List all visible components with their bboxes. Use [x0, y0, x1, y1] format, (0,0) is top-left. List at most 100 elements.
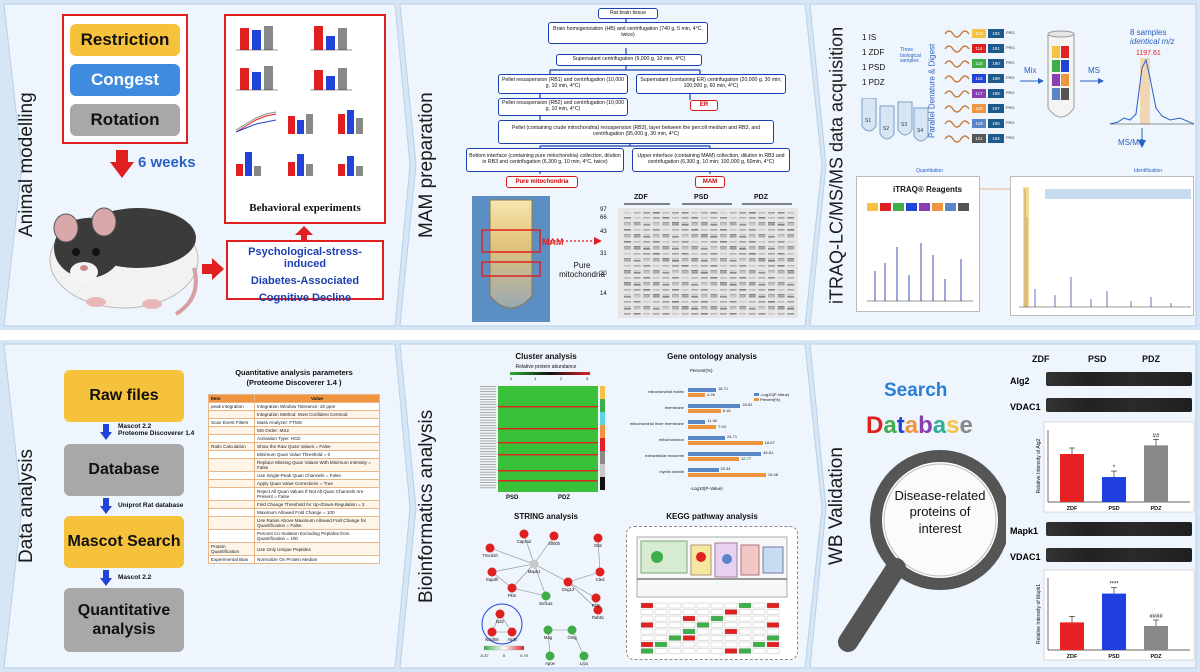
gel-group-pdz: PDZ [754, 194, 768, 201]
step-mascot-search: Mascot Search [64, 516, 184, 568]
kegg-node [654, 609, 668, 615]
network-cluster-ring [481, 603, 523, 645]
gel-band [624, 229, 631, 231]
gel-band [643, 296, 651, 298]
tube-label-mam: MAM [542, 237, 564, 247]
gel-band [643, 217, 651, 219]
gel-band [739, 253, 747, 255]
gel-band [787, 277, 795, 279]
gel-band [681, 272, 689, 274]
param-value: Percent Co-Isolation Excluding Peptides … [254, 529, 380, 543]
wb-x-tick: PSD [1108, 506, 1119, 512]
gel-band [624, 224, 631, 226]
gel-band [739, 313, 747, 315]
itraq-sample: 1 PSD [862, 63, 886, 72]
stress-rotation: Rotation [70, 104, 180, 136]
param-value: Reject All Quan Values If Not All Quan C… [254, 487, 380, 501]
heatmap-row-label [480, 406, 496, 408]
arrow-down-icon [100, 570, 112, 586]
gel-band [681, 217, 689, 219]
network-node-label: Nd2 [496, 619, 504, 624]
param-value: Replace Missing Quan Values With Minimum… [254, 458, 380, 472]
gel-band [729, 282, 737, 284]
gel-band [729, 234, 737, 236]
flow-er: ER [690, 100, 718, 111]
kegg-node [654, 615, 668, 622]
gel-band [672, 241, 679, 243]
gel-band [662, 270, 670, 272]
heatmap-cluster-bar [600, 464, 605, 477]
arrow-down-icon [100, 424, 112, 440]
reporter-tag [906, 203, 917, 211]
gel-band [691, 212, 699, 214]
section-title-itraq: iTRAQ-LC/MS/MS data acquisition [826, 26, 847, 304]
heatmap-row-label [480, 404, 496, 405]
heatmap-row-label [480, 456, 496, 457]
arrow-right-dotted-icon [550, 237, 602, 245]
gel-band [633, 234, 641, 236]
gel-band [662, 229, 670, 231]
gel-band [768, 270, 775, 272]
network-node-label: Pfdp [592, 603, 601, 608]
stress-restriction: Restriction [70, 24, 180, 56]
gel-band [700, 270, 708, 272]
gradient-tube [472, 196, 550, 322]
heatmap-row-mark [498, 428, 598, 430]
gel-band [787, 308, 795, 310]
gel-band [787, 222, 795, 224]
network-node-label: Mapk1 [528, 569, 541, 574]
string-title: STRING analysis [513, 512, 579, 521]
heatmap-row-label [480, 419, 496, 421]
param-table-title-1: Quantitative analysis parameters [235, 368, 353, 377]
peptide-squiggle-icon [944, 75, 970, 83]
behavioral-caption: Behavioral experiments [249, 202, 361, 214]
gel-band [758, 246, 766, 248]
gel-band [768, 289, 775, 291]
param-table-title: Quantitative analysis parameters (Proteo… [206, 368, 382, 388]
magnifier-text: Disease-related proteins of interest [894, 488, 986, 536]
heatmap-row-label [480, 474, 496, 476]
go-bar-pvalue [688, 436, 726, 440]
heatmap-row-label [480, 443, 496, 444]
gel-band [662, 265, 670, 267]
go-value-b: 12.77 [741, 456, 752, 461]
kegg-node [696, 602, 710, 609]
gel-band [681, 248, 689, 250]
heatmap-row-label [480, 477, 496, 478]
wb-blots: ZDF PSD PDZ Alg2 VDAC1 Relative Intensit… [1010, 354, 1196, 666]
outcome-line-2: Diabetes-Associated [250, 275, 360, 287]
kegg-node [696, 635, 710, 641]
gel-band [624, 253, 631, 255]
sample-tubes: S1 S2 S3 S4 [861, 98, 929, 142]
gel-band [672, 284, 679, 286]
heatmap-row-label [480, 445, 496, 447]
gel-band [777, 289, 785, 291]
gel-band [652, 222, 660, 224]
network-scale [483, 645, 525, 651]
kegg-node [696, 648, 710, 654]
gel-band [691, 253, 699, 255]
gel-band [672, 246, 679, 248]
gel-band [633, 224, 641, 226]
gel-band [729, 248, 737, 250]
gel-band [700, 272, 708, 274]
gel-band [729, 222, 737, 224]
kegg-node [654, 648, 668, 654]
heatmap-row-label [480, 464, 496, 465]
wb-significance: ## [1153, 433, 1160, 439]
gel-band [768, 222, 775, 224]
gel-band [700, 248, 708, 250]
gel-band [633, 270, 641, 272]
database-word: Database [866, 412, 973, 440]
gel-band [720, 260, 727, 262]
heatmap-row-label [480, 412, 496, 413]
gel-band [624, 260, 631, 262]
network-node-label: Mag [544, 635, 553, 640]
param-value: Mass Analyzer: FTMS [254, 418, 380, 427]
go-bar-pvalue [688, 468, 719, 472]
kegg-node [640, 648, 654, 654]
gel-band [700, 224, 708, 226]
network-edge [491, 563, 535, 573]
